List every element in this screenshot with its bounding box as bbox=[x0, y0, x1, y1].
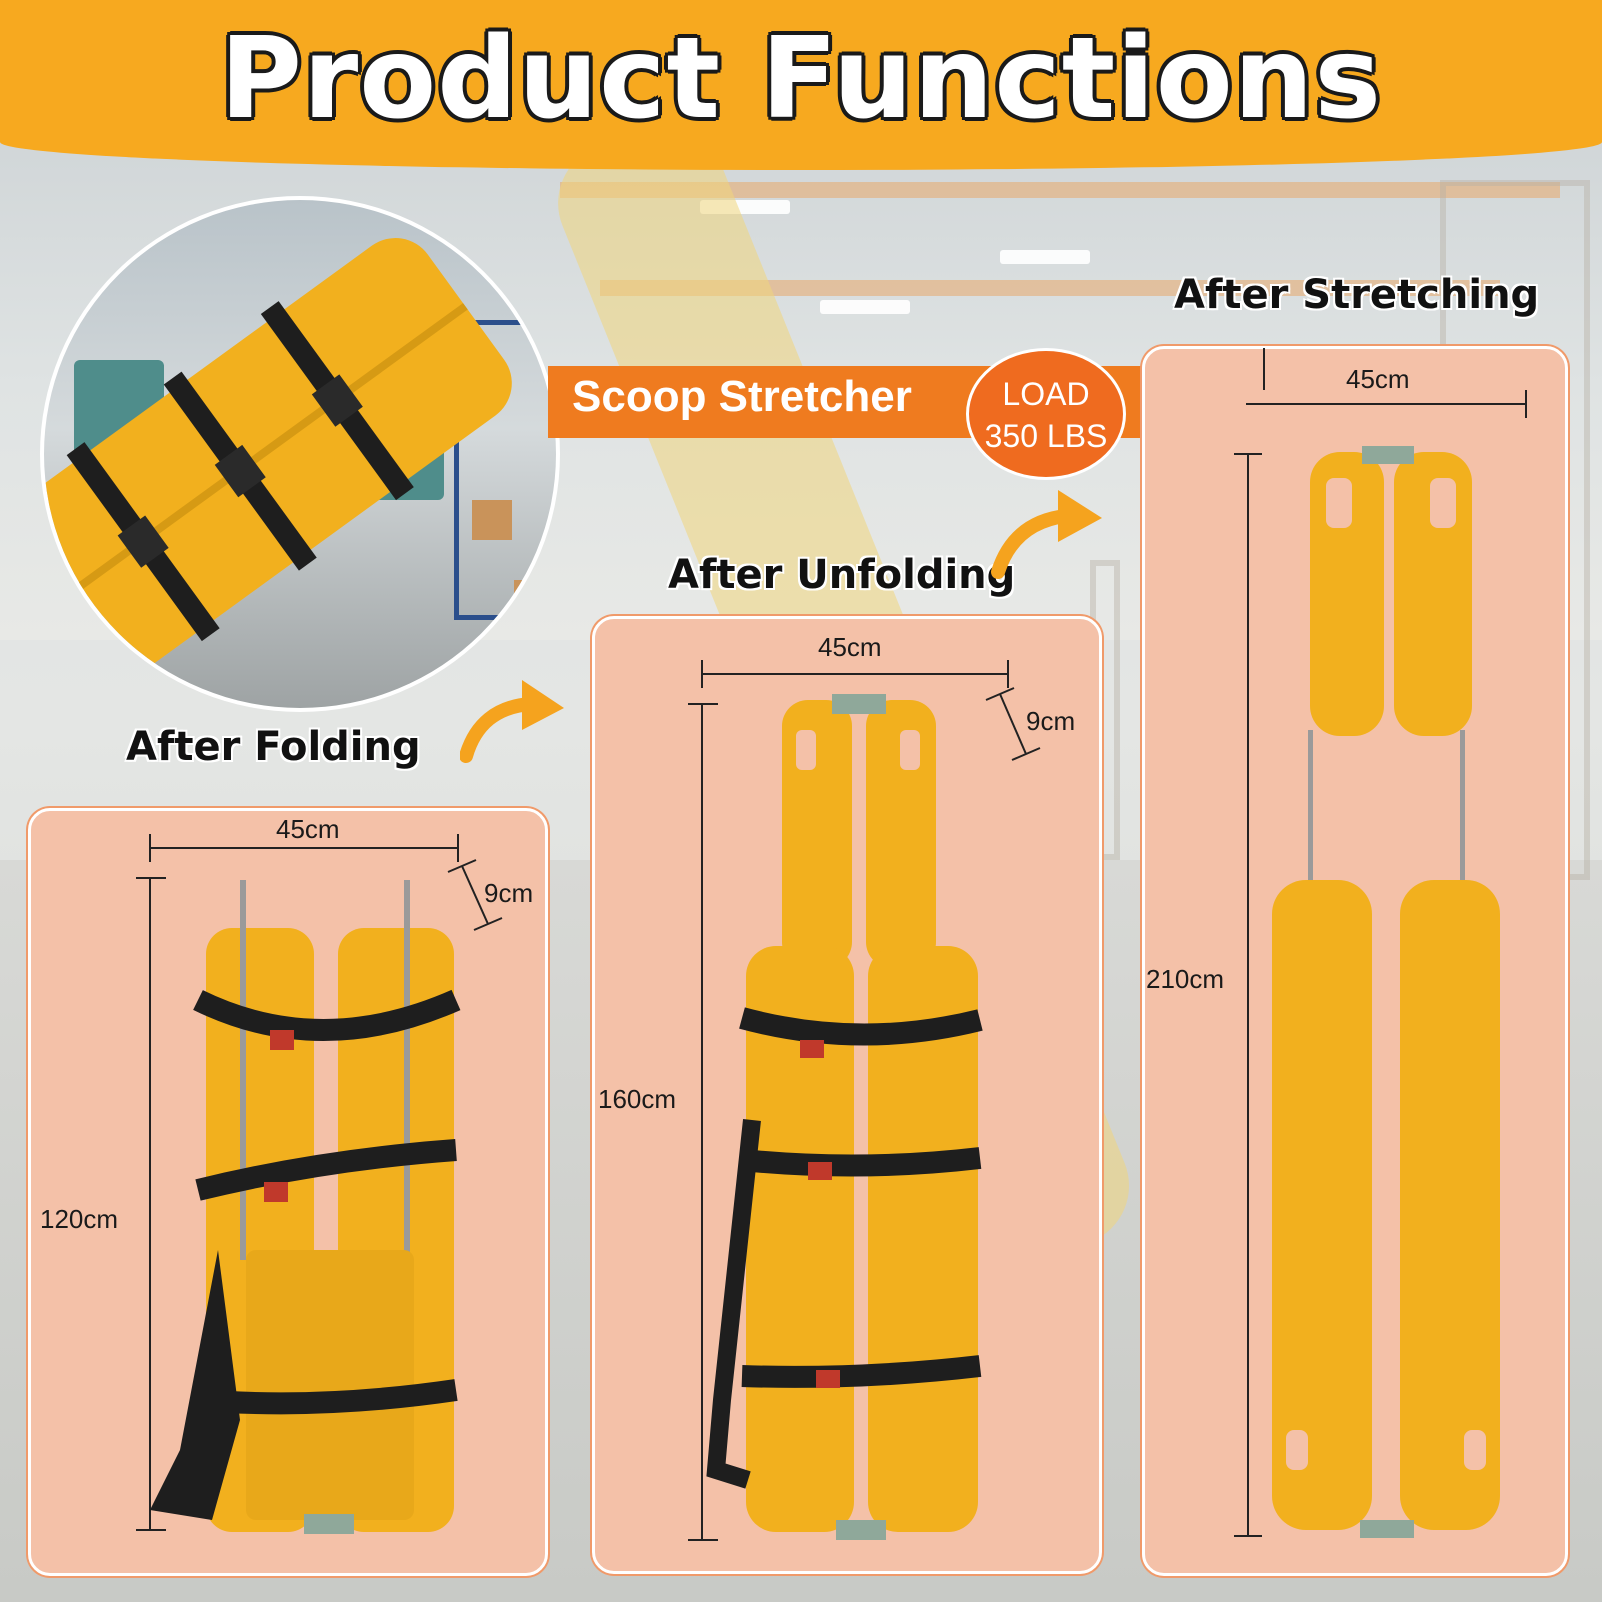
stretching-length: 210cm bbox=[1146, 964, 1225, 994]
ceiling-light bbox=[820, 300, 910, 314]
unfolding-length: 160cm bbox=[598, 1084, 677, 1114]
stage-label-stretching: After Stretching bbox=[1174, 272, 1540, 318]
folding-depth: 9cm bbox=[484, 878, 534, 908]
load-badge bbox=[966, 348, 1126, 480]
folding-width: 45cm bbox=[276, 814, 340, 844]
dimension-lines bbox=[136, 348, 1527, 1541]
unfolded-stretcher bbox=[706, 694, 983, 1540]
load-value: 350 LBS bbox=[984, 418, 1108, 454]
stretched-stretcher bbox=[1272, 446, 1500, 1538]
photo-stretcher bbox=[44, 238, 512, 706]
stage-label-unfolding: After Unfolding bbox=[668, 552, 1016, 598]
usage-photo bbox=[40, 196, 560, 712]
curved-arrow-icon bbox=[460, 680, 564, 763]
ceiling-beam bbox=[560, 182, 1560, 198]
curved-arrow-icon bbox=[991, 490, 1102, 579]
ceiling-light bbox=[1000, 250, 1090, 264]
folded-stretcher bbox=[150, 880, 461, 1534]
buckle-icon bbox=[816, 1370, 840, 1388]
product-name: Scoop Stretcher bbox=[572, 372, 912, 421]
photo-rack bbox=[454, 320, 556, 620]
stage-label-folding: After Folding bbox=[126, 724, 421, 770]
ceiling-beam bbox=[600, 280, 1500, 296]
photo-box bbox=[514, 580, 556, 620]
stretching-width: 45cm bbox=[1346, 364, 1410, 394]
header-banner bbox=[0, 0, 1602, 170]
page-title: Product Functions bbox=[219, 14, 1383, 144]
folding-length: 120cm bbox=[40, 1204, 119, 1234]
unfolding-depth: 9cm bbox=[1026, 706, 1076, 736]
buckle-icon bbox=[808, 1162, 832, 1180]
buckle-icon bbox=[800, 1040, 824, 1058]
buckle-icon bbox=[264, 1182, 288, 1202]
load-label: LOAD bbox=[1002, 376, 1090, 412]
unfolding-width: 45cm bbox=[818, 632, 882, 662]
buckle-icon bbox=[270, 1030, 294, 1050]
photo-box bbox=[472, 500, 512, 540]
